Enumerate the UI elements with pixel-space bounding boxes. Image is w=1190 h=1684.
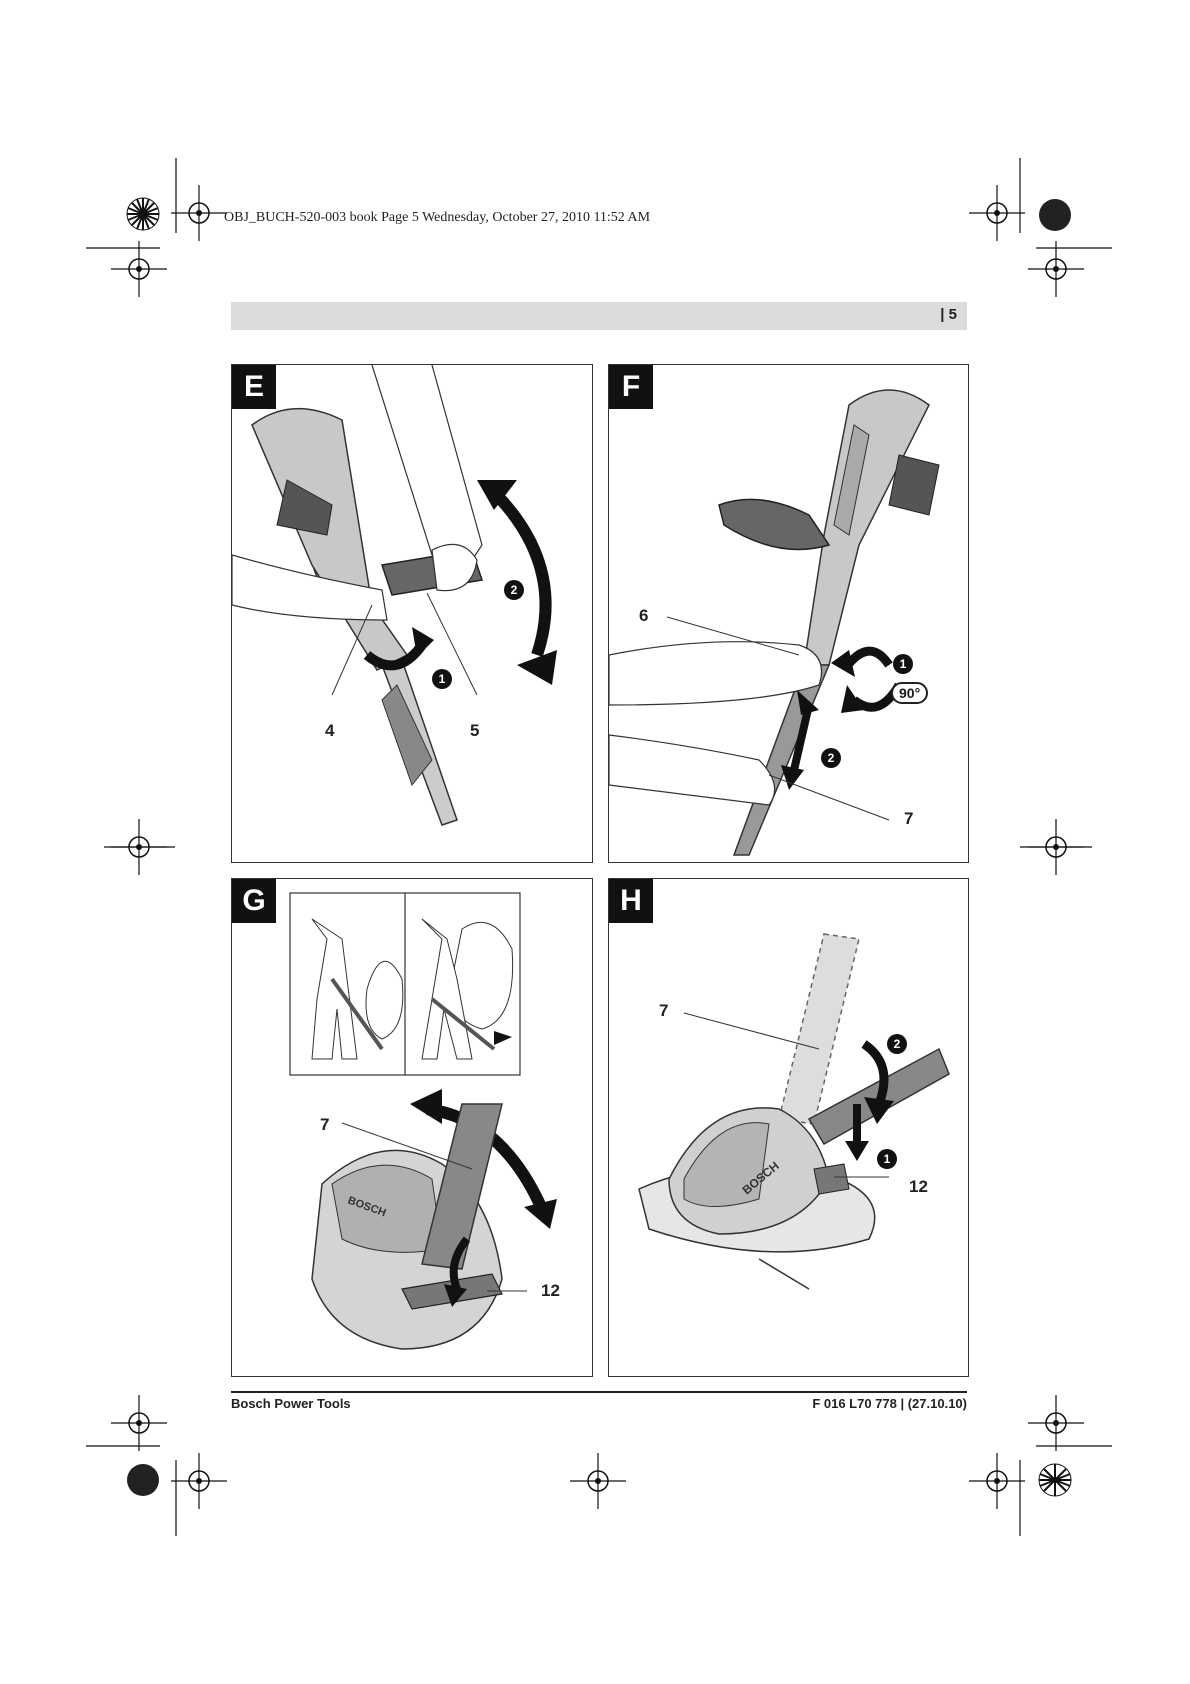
step-2-badge: 2 (887, 1034, 907, 1054)
crosshair-icon (170, 1452, 228, 1510)
crosshair-icon (968, 184, 1026, 242)
callout-6: 6 (639, 606, 649, 625)
step-1-badge: 1 (893, 654, 913, 674)
callout-7: 7 (659, 1001, 669, 1020)
step-1-badge: 1 (432, 669, 452, 689)
starburst-icon (1038, 1463, 1072, 1497)
footer-publisher: Bosch Power Tools (231, 1396, 351, 1411)
step-2-badge: 2 (504, 580, 524, 600)
color-dot-icon (127, 1464, 159, 1496)
figure-panel-h: H BOSCH 2 1 7 12 (608, 878, 969, 1377)
angle-90-badge: 90° (891, 682, 929, 704)
step-2-badge: 2 (821, 748, 841, 768)
panel-tag: E (232, 365, 276, 409)
panel-tag: G (232, 879, 276, 923)
callout-12: 12 (909, 1177, 928, 1196)
footer-doc-number: F 016 L70 778 | (27.10.10) (812, 1396, 967, 1411)
callout-4: 4 (325, 721, 335, 740)
crosshair-icon (968, 1452, 1026, 1510)
trimmer-handle-illustration (232, 365, 557, 826)
color-dot-icon (1039, 199, 1071, 231)
crosshair-icon (569, 1452, 627, 1510)
crosshair-icon (110, 240, 168, 298)
crosshair-icon (1027, 240, 1085, 298)
crosshair-icon (1027, 1394, 1085, 1452)
figure-panel-g: G BOSCH 7 12 (231, 878, 593, 1377)
trimmer-shaft-insert-illustration (638, 933, 950, 1290)
step-1-badge: 1 (877, 1149, 897, 1169)
footer-rule (231, 1391, 967, 1393)
crosshair-icon (170, 184, 228, 242)
figure-panel-f: F 1 90° 2 6 7 (608, 364, 969, 863)
starburst-icon (126, 197, 160, 231)
page-header-band: | 5 (231, 302, 967, 330)
panel-tag: F (609, 365, 653, 409)
callout-12: 12 (541, 1281, 560, 1300)
trimmer-telescope-illustration (609, 389, 940, 856)
callout-5: 5 (470, 721, 480, 740)
crosshair-icon (110, 1394, 168, 1452)
callout-7: 7 (904, 809, 914, 828)
callout-7: 7 (320, 1115, 330, 1134)
trimmer-head-illustration (289, 892, 557, 1350)
print-header: OBJ_BUCH-520-003 book Page 5 Wednesday, … (224, 210, 651, 225)
figure-panel-e: E 2 1 4 5 (231, 364, 593, 863)
panel-tag: H (609, 879, 653, 923)
page-number: | 5 (940, 306, 957, 323)
